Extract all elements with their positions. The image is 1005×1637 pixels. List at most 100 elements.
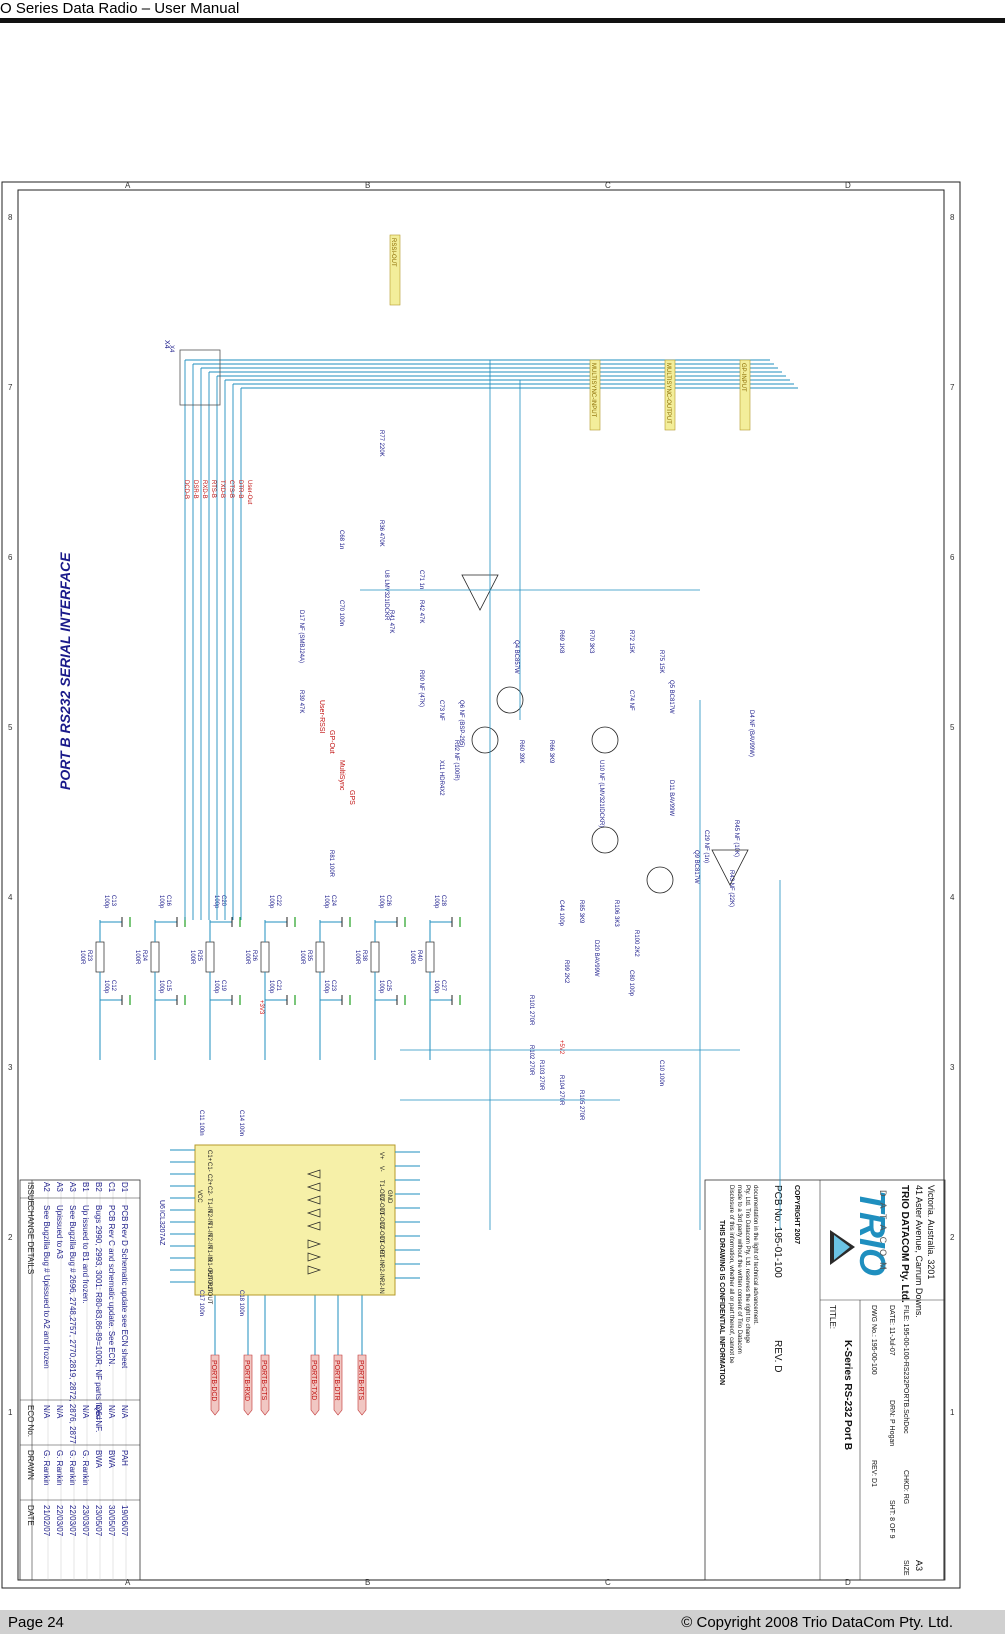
change-log-cell: N/A [42, 1405, 51, 1419]
cap-value: 100p [158, 980, 164, 994]
port-label: PORTB-RXD [243, 1360, 250, 1401]
change-log-cell: Upissued to A3 [55, 1205, 64, 1259]
cap-value: 100p [323, 980, 329, 994]
cap-value: 100p [378, 895, 384, 909]
u6-pin: T1-IN [206, 1198, 212, 1213]
driver-buffer [306, 1182, 321, 1192]
page-footer: Page 24 © Copyright 2008 Trio DataCom Pt… [0, 1610, 1005, 1634]
grid-number: 8 [8, 213, 13, 222]
cap-value: 100p [213, 895, 219, 909]
page-header: O Series Data Radio – User Manual [0, 0, 1005, 24]
net-name: GPS [348, 790, 355, 805]
resistor-ref: R38 [361, 950, 367, 962]
confidential-text: made to a 3rd party without the written … [736, 1185, 742, 1354]
u6-pin: C1- [206, 1162, 212, 1172]
change-log-cell: 30/05/07 [107, 1505, 116, 1537]
drawn-by: DRN: P Hogan [888, 1400, 895, 1446]
change-log-cell: BWA [94, 1450, 103, 1469]
component-label: R72 15K [628, 630, 634, 653]
net-label: MULTISYNC-OUTPUT [665, 363, 671, 424]
component-label: X4 [168, 345, 174, 353]
resistor [370, 941, 380, 973]
transistor-symbol [591, 726, 619, 754]
cap-value: 100p [103, 895, 109, 909]
u6-gnd: GND [386, 1190, 392, 1204]
filter-network: R23100RC12100pC13100pR24100RC15100pC1610… [79, 895, 461, 1060]
supply-label: +5V2 [558, 1040, 564, 1055]
component-label: C11 100n [198, 1110, 204, 1136]
component-label: C14 100n [238, 1110, 244, 1136]
size-value: A3 [914, 1560, 924, 1571]
resistor [95, 941, 105, 973]
u6-pin: T1-OUT [378, 1180, 384, 1202]
change-log-cell: PCB Rev D Schematic update see ECN sheet [120, 1205, 129, 1369]
manual-title: O Series Data Radio – User Manual [0, 0, 240, 17]
change-log-cell: B1 [81, 1182, 90, 1192]
x4-pin-label: TXD-B [219, 480, 225, 498]
change-log-cell: B2 [94, 1182, 103, 1192]
cap-ref: C25 [385, 980, 391, 992]
x4-pin-label: RTS-B [210, 480, 216, 498]
component-label: U8 LMV321IDCKR [383, 570, 389, 621]
change-log-cell: PAH [120, 1450, 129, 1466]
component-label: R60 39K [518, 740, 524, 763]
u6-pin: R1-OUT [206, 1258, 212, 1281]
cap-ref: C19 [220, 980, 226, 992]
u6-pin: C2+ [206, 1174, 212, 1186]
u6-pin: T2-OUT [378, 1194, 384, 1216]
u6-pin: V- [378, 1166, 384, 1172]
grid-letter: D [845, 1578, 851, 1587]
transistor-symbol [471, 726, 499, 754]
port-flag [357, 1354, 367, 1416]
change-log-cell: G. Rankin [81, 1450, 90, 1486]
net-label: GP-INPUT [740, 363, 746, 392]
component-label: R43 NF (22K) [728, 870, 734, 907]
resistor-value: 100R [189, 950, 195, 965]
resistor-ref: R40 [416, 950, 422, 962]
cap-value: 100p [378, 980, 384, 994]
port-label: PORTB-CTS [260, 1360, 267, 1401]
cap-ref: C23 [330, 980, 336, 992]
u6-pin: T1-OUT [378, 1236, 384, 1258]
change-log-cell: N/A [107, 1405, 116, 1419]
opamp-symbol [461, 574, 499, 611]
x4-ref: X4 [163, 340, 170, 349]
resistor-value: 100R [409, 950, 415, 965]
net-name: MultiSync [338, 760, 345, 791]
component-label: C68 1n [338, 530, 344, 549]
grid-number: 4 [8, 893, 13, 902]
component-label: R81 100R [328, 850, 334, 878]
u6-pin: T1-IN [206, 1246, 212, 1261]
x4-body [179, 349, 221, 406]
resistor-ref: R25 [196, 950, 202, 962]
grid-number: 4 [950, 893, 955, 902]
u6-pin: V+ [378, 1152, 384, 1160]
grid-number: 6 [8, 553, 13, 562]
net-flag [739, 359, 751, 431]
company-address: 41 Aster Avenue, Carrum Downs. [914, 1185, 924, 1318]
component-label: C74 NF [628, 690, 634, 711]
change-log-cell: 23/05/07 [94, 1505, 103, 1537]
drawing-title: K-Series RS-232 Port B [842, 1340, 853, 1450]
grid-letter: C [605, 1578, 611, 1587]
change-log-cell: G. Rankin [55, 1450, 64, 1486]
grid-number: 7 [8, 383, 13, 392]
component-label: R104 270R [558, 1075, 564, 1106]
port-label: PORTB-DCD [210, 1360, 217, 1401]
port-label: PORTB-RTS [357, 1360, 364, 1401]
port-flag [243, 1354, 253, 1416]
receiver-buffer [307, 1252, 322, 1262]
cap-ref: C21 [275, 980, 281, 992]
change-log-cell: Up issued to B1 and frozen. [81, 1205, 90, 1304]
component-label: R106 3K3 [613, 900, 619, 927]
resistor [150, 941, 160, 973]
component-label: R66 3K9 [548, 740, 554, 764]
cap-value: 100p [323, 895, 329, 909]
resistor-value: 100R [299, 950, 305, 965]
grid-number: 6 [950, 553, 955, 562]
resistor [260, 941, 270, 973]
inner-frame [17, 189, 945, 1581]
